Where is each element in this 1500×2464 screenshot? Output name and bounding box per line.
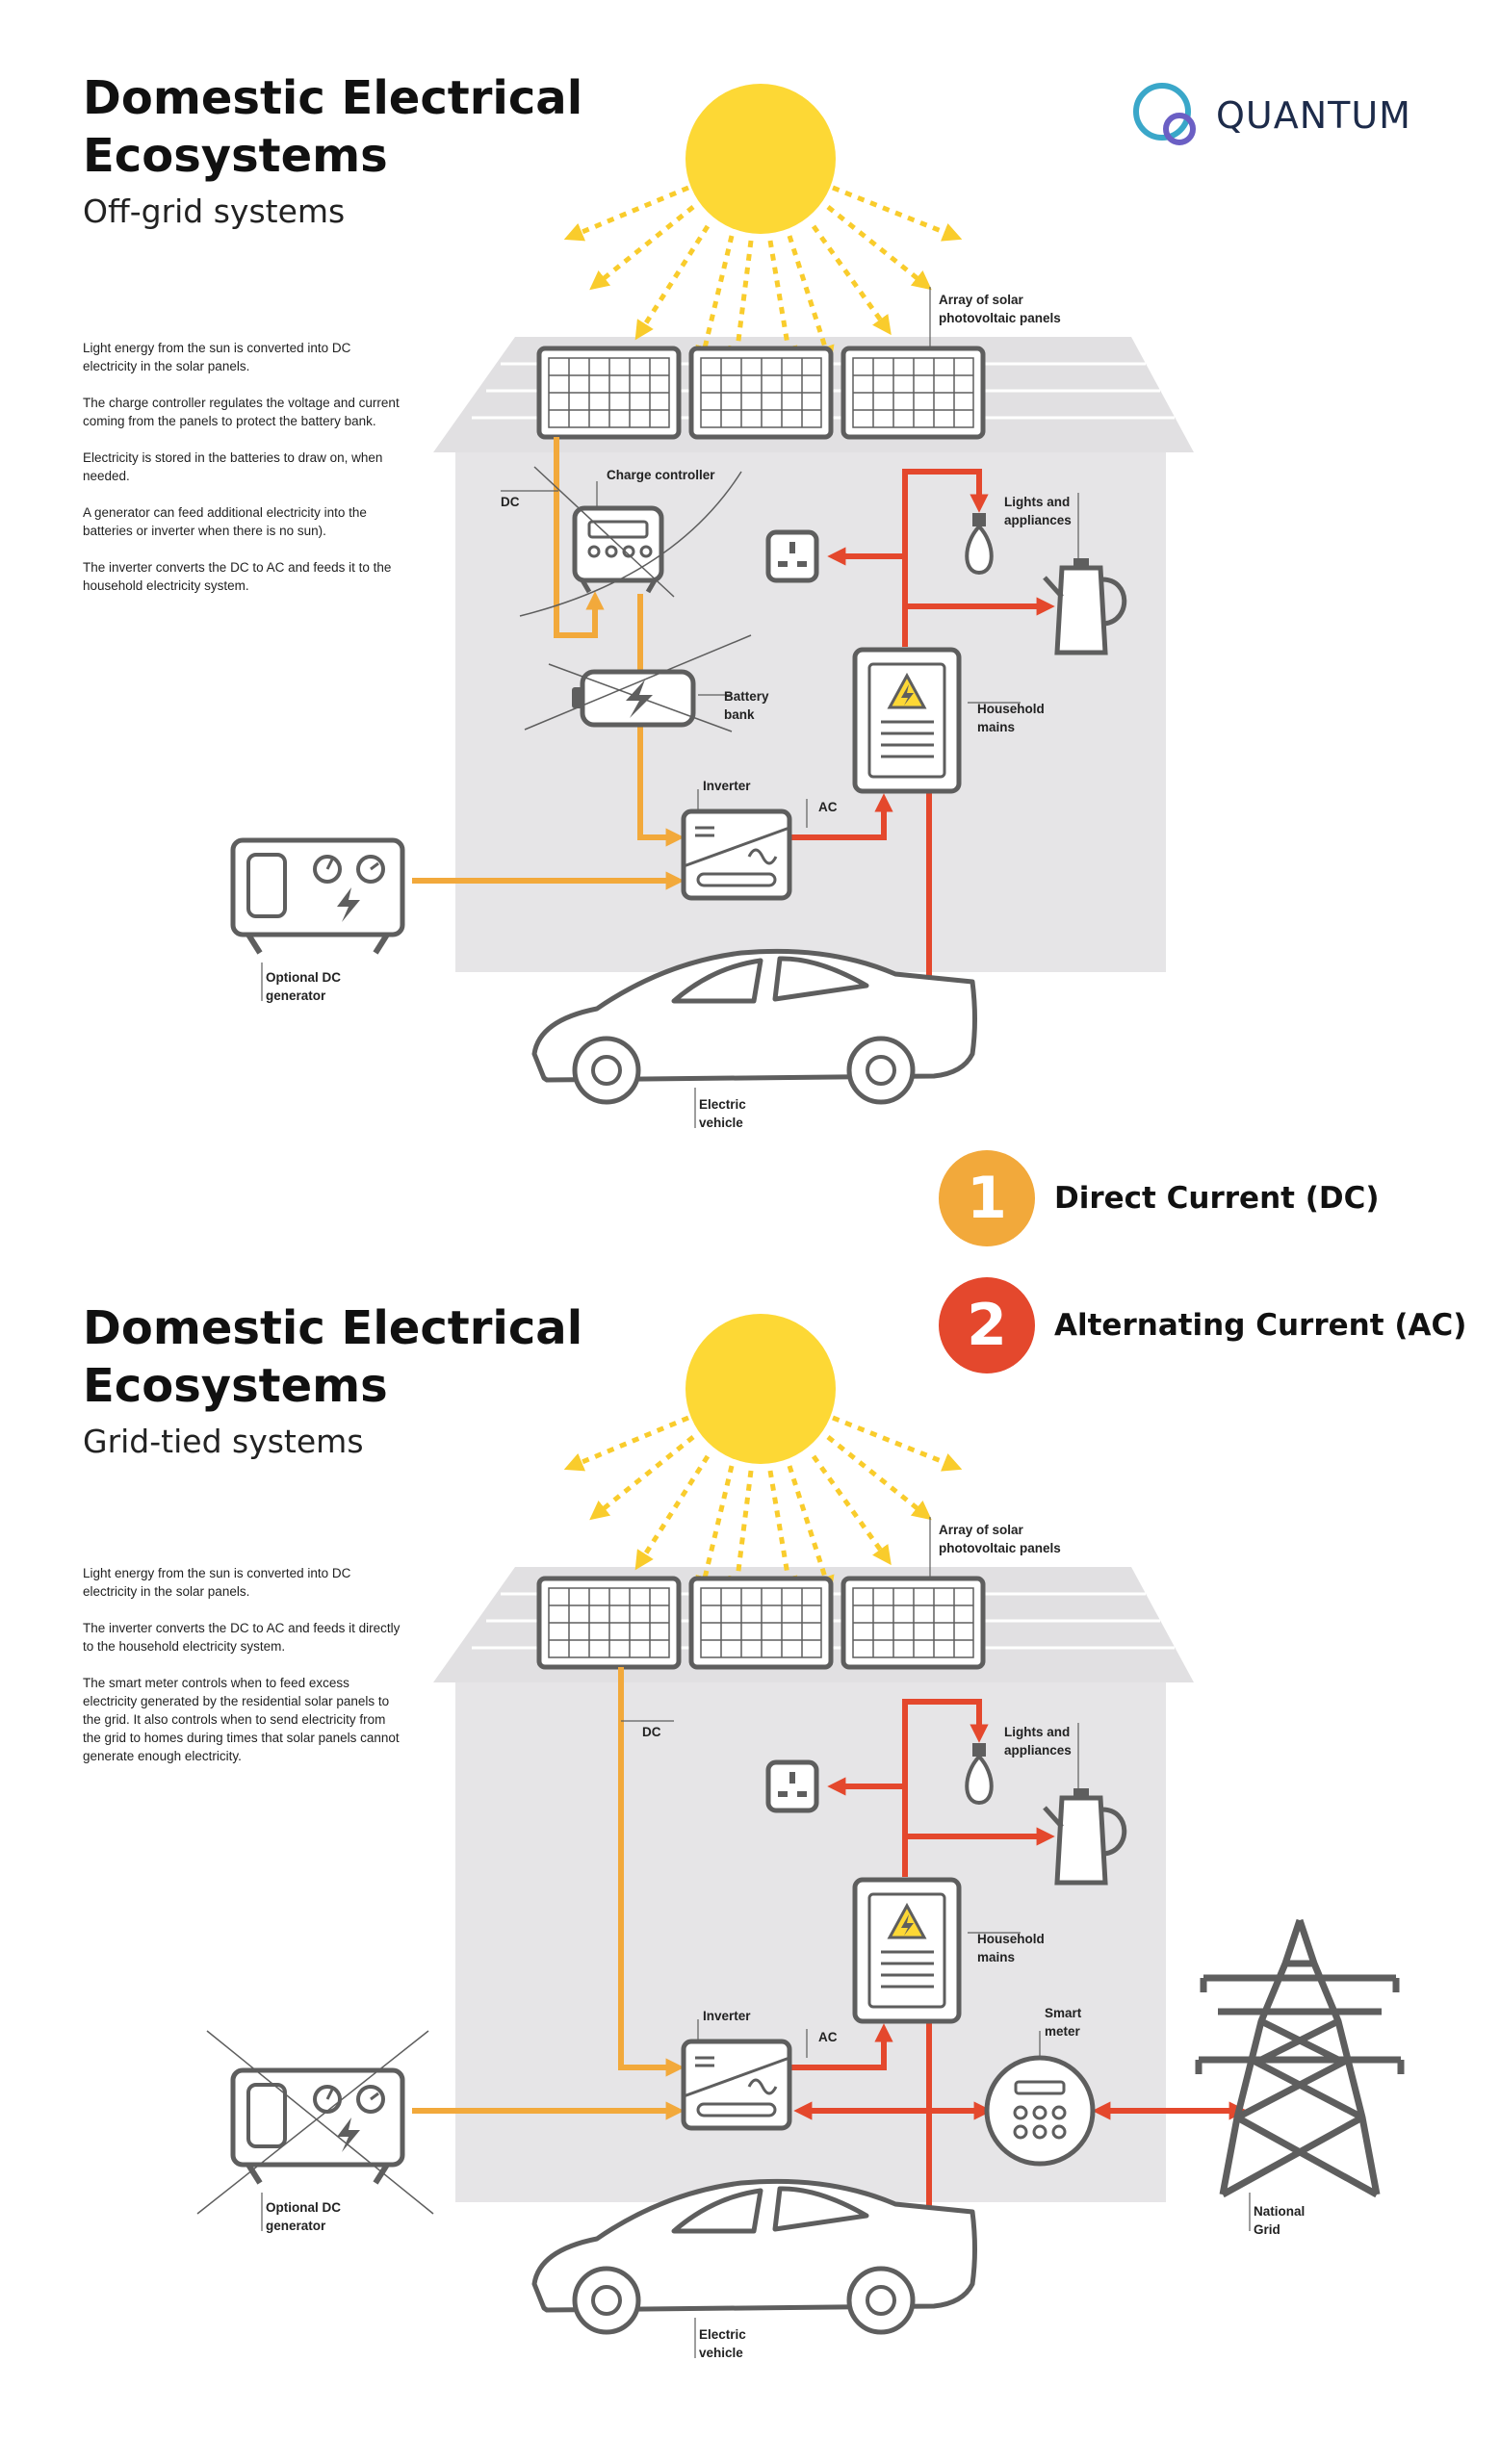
offgrid-diagram	[230, 84, 1194, 1128]
offgrid-subtitle: Off-grid systems	[83, 192, 346, 230]
gridtied-diagram	[196, 1314, 1405, 2358]
gridtied-title: Domestic Electrical Ecosystems	[83, 1301, 583, 1413]
offgrid-sun	[685, 84, 836, 234]
gridtied-label-lights: Lights and appliances	[1004, 1725, 1072, 1758]
gridtied-label-panels: Array of solar photovoltaic panels	[939, 1523, 1061, 1555]
offgrid-power-socket-icon	[765, 529, 819, 583]
gridtied-desc-1: Light energy from the sun is converted i…	[83, 1566, 351, 1599]
gridtied-callouts	[261, 1517, 1251, 2358]
gridtied-dc-wires	[412, 1667, 685, 2120]
offgrid-desc-1: Light energy from the sun is converted i…	[83, 341, 351, 373]
offgrid-label-inverter: Inverter	[703, 779, 751, 793]
offgrid-desc-5: The inverter converts the DC to AC and f…	[83, 560, 392, 593]
quantum-logo-icon	[1133, 83, 1196, 145]
offgrid-label-charge-controller: Charge controller	[607, 468, 715, 482]
gridtied-generator-icon	[230, 2067, 405, 2185]
offgrid-label-vehicle: Electric vehicle	[699, 1097, 746, 1130]
gridtied-electric-vehicle-icon	[531, 2178, 977, 2335]
brand-logo: QUANTUM	[1131, 79, 1411, 152]
gridtied-generator-cross-out	[196, 2030, 434, 2215]
gridtied-desc-3: The smart meter controls when to feed ex…	[83, 1676, 400, 1763]
charge-controller-icon	[519, 466, 742, 617]
legend-label-ac: Alternating Current (AC)	[1054, 1308, 1467, 1343]
legend-item-ac: 2 Alternating Current (AC)	[939, 1277, 1466, 1373]
offgrid-kettle-icon	[1043, 558, 1127, 655]
gridtied-panel-grid	[548, 1587, 974, 1658]
offgrid-callouts	[261, 287, 1079, 1128]
gridtied-label-generator: Optional DC generator	[266, 2200, 341, 2233]
offgrid-dc-wires	[412, 437, 685, 890]
gridtied-label-ac: AC	[818, 2030, 838, 2044]
offgrid-label-panels: Array of solar photovoltaic panels	[939, 293, 1061, 325]
gridtied-kettle-icon	[1043, 1788, 1127, 1886]
gridtied-label-inverter: Inverter	[703, 2009, 751, 2023]
gridtied-sun-rays	[563, 1415, 963, 1596]
offgrid-description: Light energy from the sun is converted i…	[83, 339, 401, 613]
gridtied-label-grid: National Grid	[1254, 2204, 1306, 2237]
gridtied-label-mains: Household mains	[977, 1932, 1045, 1964]
gridtied-label-vehicle: Electric vehicle	[699, 2327, 746, 2360]
gridtied-power-socket-icon	[765, 1759, 819, 1813]
offgrid-desc-3: Electricity is stored in the batteries t…	[83, 450, 383, 483]
gridtied-description: Light energy from the sun is converted i…	[83, 1564, 401, 1784]
offgrid-household-mains-icon	[852, 647, 962, 794]
offgrid-label-ac: AC	[818, 800, 838, 814]
offgrid-label-lights: Lights and appliances	[1004, 495, 1072, 527]
offgrid-title: Domestic Electrical Ecosystems	[83, 71, 583, 183]
offgrid-label-dc: DC	[501, 495, 520, 509]
gridtied-header: Domestic Electrical Ecosystems Grid-tied…	[83, 1299, 583, 1460]
offgrid-label-generator: Optional DC generator	[266, 970, 341, 1003]
battery-bank-icon	[524, 634, 752, 732]
gridtied-label-smart-meter: Smart meter	[1045, 2006, 1082, 2039]
offgrid-header: Domestic Electrical Ecosystems Off-grid …	[83, 69, 583, 230]
offgrid-label-battery: Battery bank	[724, 689, 769, 722]
offgrid-electric-vehicle-icon	[531, 948, 977, 1105]
offgrid-generator-icon	[230, 837, 405, 955]
offgrid-desc-4: A generator can feed additional electric…	[83, 505, 367, 538]
national-grid-pylon-icon	[1195, 1918, 1405, 2198]
gridtied-light-bulb-icon	[965, 1743, 994, 1806]
legend-item-dc: 1 Direct Current (DC)	[939, 1150, 1466, 1246]
gridtied-inverter-icon	[681, 2039, 792, 2131]
offgrid-label-mains: Household mains	[977, 702, 1045, 734]
offgrid-sun-rays	[563, 185, 963, 366]
gridtied-label-dc: DC	[642, 1725, 661, 1739]
gridtied-desc-2: The inverter converts the DC to AC and f…	[83, 1621, 401, 1654]
offgrid-inverter-icon	[681, 808, 792, 901]
brand-name: QUANTUM	[1216, 94, 1411, 137]
gridtied-ac-wires	[791, 1699, 1248, 2237]
offgrid-desc-2: The charge controller regulates the volt…	[83, 396, 400, 428]
legend-number-dc: 1	[939, 1150, 1035, 1246]
gridtied-subtitle: Grid-tied systems	[83, 1423, 364, 1460]
legend-label-dc: Direct Current (DC)	[1054, 1181, 1380, 1216]
legend-number-ac: 2	[939, 1277, 1035, 1373]
offgrid-ac-wires	[791, 469, 1055, 1007]
legend: 1 Direct Current (DC) 2 Alternating Curr…	[939, 1150, 1466, 1373]
offgrid-light-bulb-icon	[965, 513, 994, 576]
offgrid-panel-grid	[548, 357, 974, 428]
smart-meter-icon	[984, 2055, 1096, 2167]
gridtied-sun	[685, 1314, 836, 1464]
gridtied-household-mains-icon	[852, 1877, 962, 2024]
